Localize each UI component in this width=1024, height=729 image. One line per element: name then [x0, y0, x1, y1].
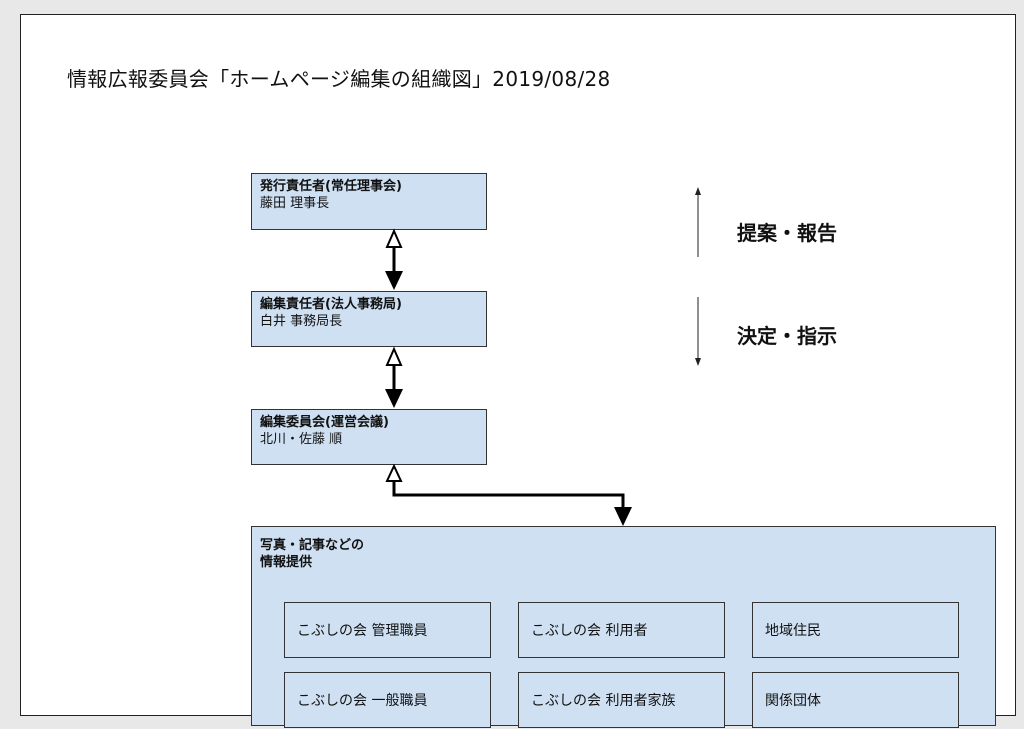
editor-box: 編集責任者(法人事務局) 白井 事務局長: [251, 291, 487, 347]
connector-arrows: [385, 187, 701, 526]
editor-role: 編集責任者(法人事務局): [260, 297, 402, 312]
arrow-committee-providers: [385, 463, 632, 526]
providers-title-line2: 情報提供: [260, 555, 313, 570]
page-title: 情報広報委員会「ホームページ編集の組織図」2019/08/28: [67, 67, 611, 91]
issuer-role: 発行責任者(常任理事会): [260, 179, 402, 194]
label-decide-instruct: 決定・指示: [737, 324, 837, 348]
page-canvas: 情報広報委員会「ホームページ編集の組織図」2019/08/28 発行責任者(常任…: [20, 14, 1016, 728]
committee-box: 編集委員会(運営会議) 北川・佐藤 順: [251, 409, 487, 465]
arrow-editor-committee: [385, 346, 403, 408]
committee-role: 編集委員会(運営会議): [260, 415, 389, 430]
provider-item-users: こぶしの会 利用者: [518, 602, 725, 658]
provider-item-staff-managers: こぶしの会 管理職員: [284, 602, 491, 658]
issuer-name: 藤田 理事長: [260, 196, 330, 211]
providers-title-line1: 写真・記事などの: [260, 538, 365, 553]
arrow-issuer-editor: [385, 228, 403, 290]
label-propose-report: 提案・報告: [737, 221, 837, 245]
providers-box: 写真・記事などの 情報提供 こぶしの会 管理職員 こぶしの会 利用者 地域住民 …: [251, 526, 996, 728]
committee-name: 北川・佐藤 順: [260, 432, 343, 447]
arrow-up-thin: [695, 187, 701, 257]
issuer-box: 発行責任者(常任理事会) 藤田 理事長: [251, 173, 487, 230]
providers-title: 写真・記事などの 情報提供: [260, 537, 364, 571]
provider-item-residents: 地域住民: [752, 602, 959, 658]
editor-name: 白井 事務局長: [260, 314, 343, 329]
arrow-down-thin: [695, 297, 701, 366]
